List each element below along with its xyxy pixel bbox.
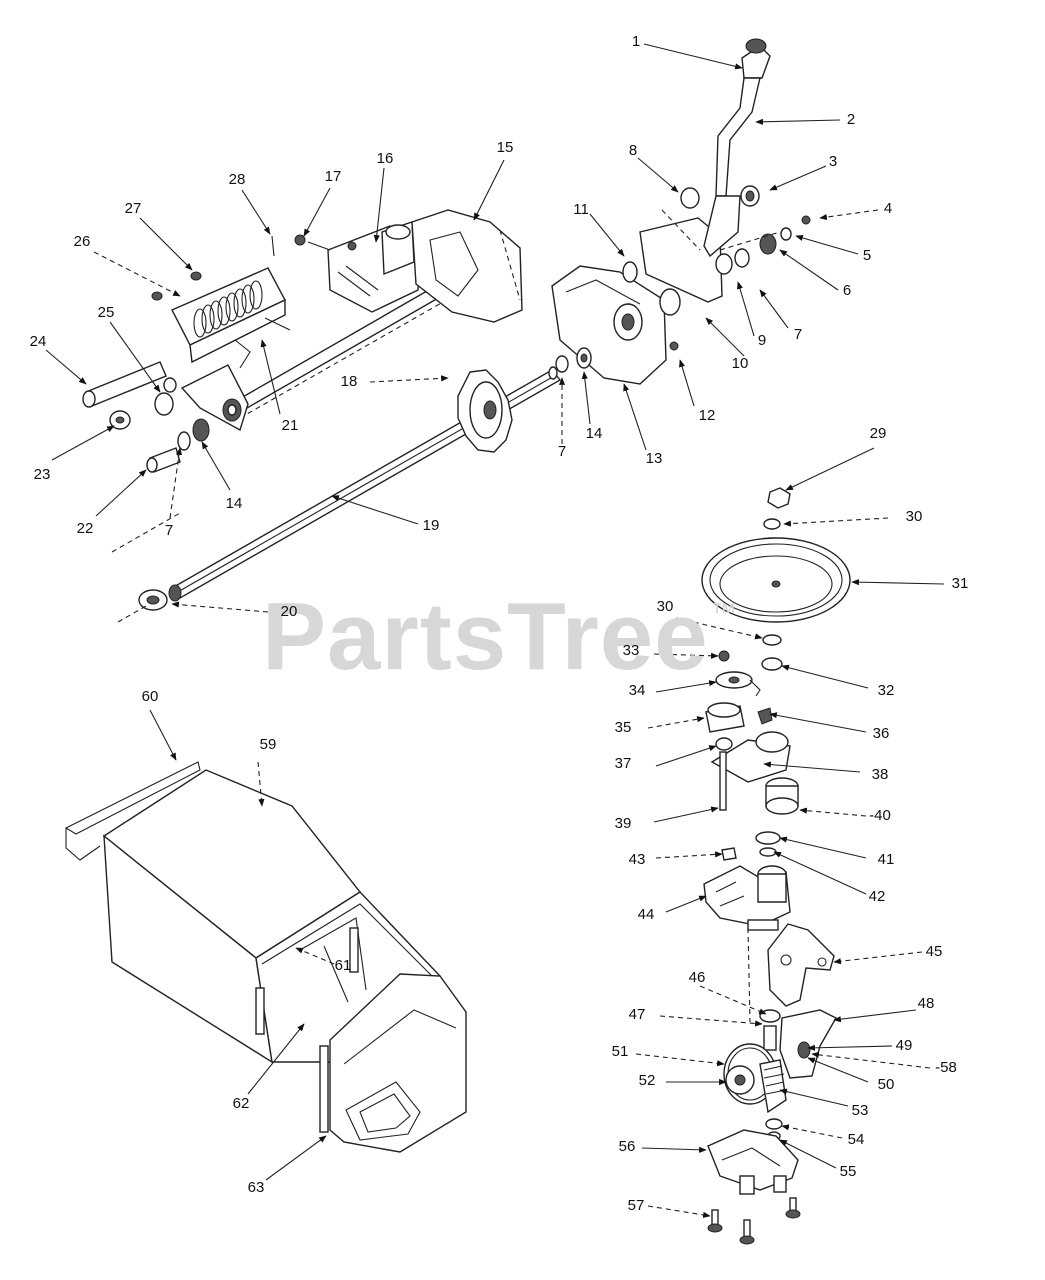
callout-32: 32 — [877, 682, 895, 699]
spring-assembly — [151, 235, 291, 369]
callout-26: 26 — [73, 233, 91, 250]
callout-33: 33 — [622, 642, 640, 659]
callout-35: 35 — [614, 719, 632, 736]
callout-50: 50 — [877, 1076, 895, 1093]
watermark-text: PartsTree — [262, 583, 709, 690]
callout-25: 25 — [97, 304, 115, 321]
callout-27: 27 — [124, 200, 142, 217]
gear-cover-45 — [767, 923, 835, 1007]
callout-7-lower: 7 — [557, 443, 567, 460]
callout-7-left: 7 — [164, 522, 174, 539]
callout-21: 21 — [281, 417, 299, 434]
callout-8: 8 — [628, 142, 638, 159]
callout-11: 11 — [573, 201, 589, 218]
callout-14-left: 14 — [225, 495, 243, 512]
gear-assembly — [723, 1009, 837, 1141]
callout-23: 23 — [33, 466, 51, 483]
callout-16: 16 — [376, 150, 394, 167]
shift-plate — [622, 187, 723, 316]
callout-63: 63 — [247, 1179, 265, 1196]
callout-12: 12 — [698, 407, 716, 424]
callout-53: 53 — [851, 1102, 869, 1119]
callout-52: 52 — [638, 1072, 656, 1089]
callout-31: 31 — [951, 575, 969, 592]
callout-44: 44 — [637, 906, 655, 923]
callout-45: 45 — [925, 943, 943, 960]
base-plate-56 — [707, 1129, 799, 1195]
callout-49: 49 — [895, 1037, 913, 1054]
callout-20: 20 — [280, 603, 298, 620]
gearbox-housing-16 — [294, 221, 421, 313]
shift-lever — [661, 38, 811, 275]
cover-plate-15 — [411, 209, 523, 323]
callout-34: 34 — [628, 682, 646, 699]
clutch-bracket — [710, 731, 799, 861]
callout-5: 5 — [862, 247, 872, 264]
gearbox-13 — [551, 265, 679, 385]
callout-59: 59 — [259, 736, 277, 753]
callout-46: 46 — [688, 969, 706, 986]
callout-41: 41 — [877, 851, 895, 868]
callout-51: 51 — [611, 1043, 629, 1060]
leader-lines — [45, 43, 945, 1218]
callout-30: 30 — [905, 508, 923, 525]
bracket-plate — [180, 364, 249, 432]
callout-17: 17 — [324, 168, 342, 185]
pulley-31 — [701, 537, 851, 623]
callout-62: 62 — [232, 1095, 250, 1112]
transmission-housing — [703, 865, 791, 931]
callout-24: 24 — [29, 333, 47, 350]
callout-3: 3 — [828, 153, 838, 170]
trademark-symbol: ™ — [710, 597, 738, 627]
callout-57: 57 — [627, 1197, 645, 1214]
stack-fasteners — [705, 487, 791, 733]
callout-13: 13 — [645, 450, 663, 467]
callout-22: 22 — [76, 520, 94, 537]
callout-15: 15 — [496, 139, 514, 156]
callout-54: 54 — [847, 1131, 865, 1148]
screws-57 — [707, 1197, 801, 1245]
callout-14: 14 — [585, 425, 603, 442]
callout-58: -58 — [935, 1059, 957, 1076]
bushing-part-20 — [138, 589, 168, 611]
callout-40: -40 — [869, 807, 891, 824]
callout-60: 60 — [141, 688, 159, 705]
callout-47: 47 — [628, 1006, 646, 1023]
callout-61: 61 — [334, 957, 352, 974]
callout-36: 36 — [872, 725, 890, 742]
callout-56: 56 — [618, 1138, 636, 1155]
callout-29: 29 — [869, 425, 887, 442]
callout-9: 9 — [757, 332, 767, 349]
callout-28: 28 — [228, 171, 246, 188]
callout-18: 18 — [340, 373, 358, 390]
callout-48: 48 — [917, 995, 935, 1012]
watermark: PartsTree™ — [262, 582, 738, 692]
grass-bag — [64, 761, 467, 1153]
callout-2: 2 — [846, 111, 856, 128]
callout-7: 7 — [793, 326, 803, 343]
callout-37: 37 — [614, 755, 632, 772]
pins-and-bushings — [82, 361, 210, 473]
callout-4: 4 — [883, 200, 893, 217]
callout-30-lower: 30 — [656, 598, 674, 615]
callout-42: 42 — [868, 888, 886, 905]
washers-part-14 — [555, 347, 592, 373]
callout-6: 6 — [842, 282, 852, 299]
callout-43: 43 — [628, 851, 646, 868]
callout-19: 19 — [422, 517, 440, 534]
callout-38: 38 — [871, 766, 889, 783]
callout-10: 10 — [731, 355, 749, 372]
sprocket — [457, 369, 513, 453]
callout-1: 1 — [631, 33, 641, 50]
callout-55: 55 — [839, 1163, 857, 1180]
callout-39: 39 — [614, 815, 632, 832]
